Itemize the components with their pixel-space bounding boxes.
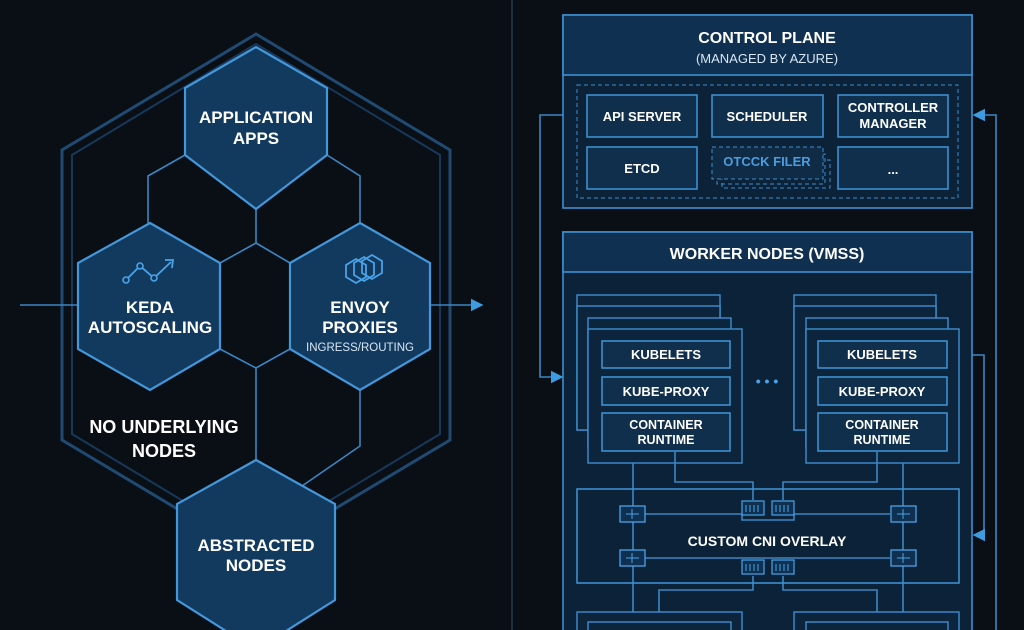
no-underlying-nodes-label: NODES [132, 441, 196, 461]
switch-icon [741, 500, 765, 516]
container-runtime-label: CONTAINER [845, 418, 918, 432]
components-group [576, 84, 959, 199]
hex-label: APPS [233, 129, 279, 148]
box-label: ETCD [624, 161, 659, 176]
stacked-hexagons-icon [345, 253, 383, 285]
kube-proxy-label: KUBE-PROXY [839, 384, 926, 399]
envoy-proxies-hex: ENVOY PROXIES INGRESS/ROUTING [288, 221, 432, 392]
container-runtime-label: RUNTIME [854, 433, 911, 447]
kube-proxy-label: KUBE-PROXY [623, 384, 710, 399]
box-label: ... [888, 162, 899, 177]
cni-overlay-box: CUSTOM CNI OVERLAY [576, 488, 960, 584]
switch-icon [741, 559, 765, 575]
api-server-box: API SERVER [586, 94, 698, 138]
control-plane-subtitle: (MANAGED BY AZURE) [696, 51, 838, 66]
router-icon [619, 505, 646, 523]
hex-sublabel: INGRESS/ROUTING [306, 342, 414, 354]
worker-nodes-title: WORKER NODES (VMSS) [670, 246, 865, 263]
scheduler-box: SCHEDULER [711, 94, 824, 138]
box-label: API SERVER [603, 109, 682, 124]
controller-manager-box: CONTROLLER MANAGER [837, 94, 949, 138]
node-stack-bottom-left [576, 611, 743, 630]
kubelets-label: KUBELETS [631, 347, 701, 362]
more-components-box: ... [837, 146, 949, 190]
hex-label: KEDA [126, 298, 174, 317]
container-runtime-label: CONTAINER [629, 418, 702, 432]
hex-label: AUTOSCALING [88, 318, 212, 337]
application-apps-hex: APPLICATION APPS [183, 45, 329, 211]
kubelets-label: KUBELETS [847, 347, 917, 362]
etcd-box: ETCD [586, 146, 698, 190]
box-label: MANAGER [859, 116, 927, 131]
router-icon [619, 549, 646, 567]
node-stack-right: KUBELETS KUBE-PROXY CONTAINER RUNTIME [793, 294, 960, 464]
trend-line-icon [122, 259, 175, 284]
node-stack-left: KUBELETS KUBE-PROXY CONTAINER RUNTIME [576, 294, 743, 464]
keda-autoscaling-hex: KEDA AUTOSCALING [76, 221, 222, 392]
hex-label: PROXIES [322, 318, 398, 337]
control-plane-title: CONTROL PLANE [698, 30, 836, 47]
hex-label: APPLICATION [199, 108, 313, 127]
abstracted-nodes-hex: ABSTRACTED NODES [175, 458, 337, 630]
ghost-component-box: OTCCK FILER [711, 146, 831, 189]
node-stack-bottom-right [793, 611, 960, 630]
more-nodes-ellipsis: • • • [756, 373, 779, 389]
cni-overlay-label: CUSTOM CNI OVERLAY [688, 533, 847, 549]
box-label: SCHEDULER [727, 109, 809, 124]
router-icon [890, 505, 917, 523]
hex-label: NODES [226, 556, 286, 575]
container-runtime-label: RUNTIME [638, 433, 695, 447]
control-plane-panel: CONTROL PLANE (MANAGED BY AZURE) API SER… [562, 14, 973, 209]
no-underlying-nodes-label: NO UNDERLYING [89, 417, 238, 437]
switch-icon [771, 500, 795, 516]
worker-nodes-panel: WORKER NODES (VMSS) KUBELETS KUBE-PROXY … [562, 231, 973, 630]
router-icon [890, 549, 917, 567]
hex-label: ENVOY [330, 298, 390, 317]
serverless-cluster: APPLICATION APPS KEDA AUTOSCALING [20, 32, 484, 630]
box-label: CONTROLLER [848, 100, 939, 115]
hex-label: ABSTRACTED [197, 536, 314, 555]
feedback-to-control-plane-arrow [972, 108, 997, 630]
switch-icon [771, 559, 795, 575]
box-label: OTCCK FILER [723, 154, 811, 169]
